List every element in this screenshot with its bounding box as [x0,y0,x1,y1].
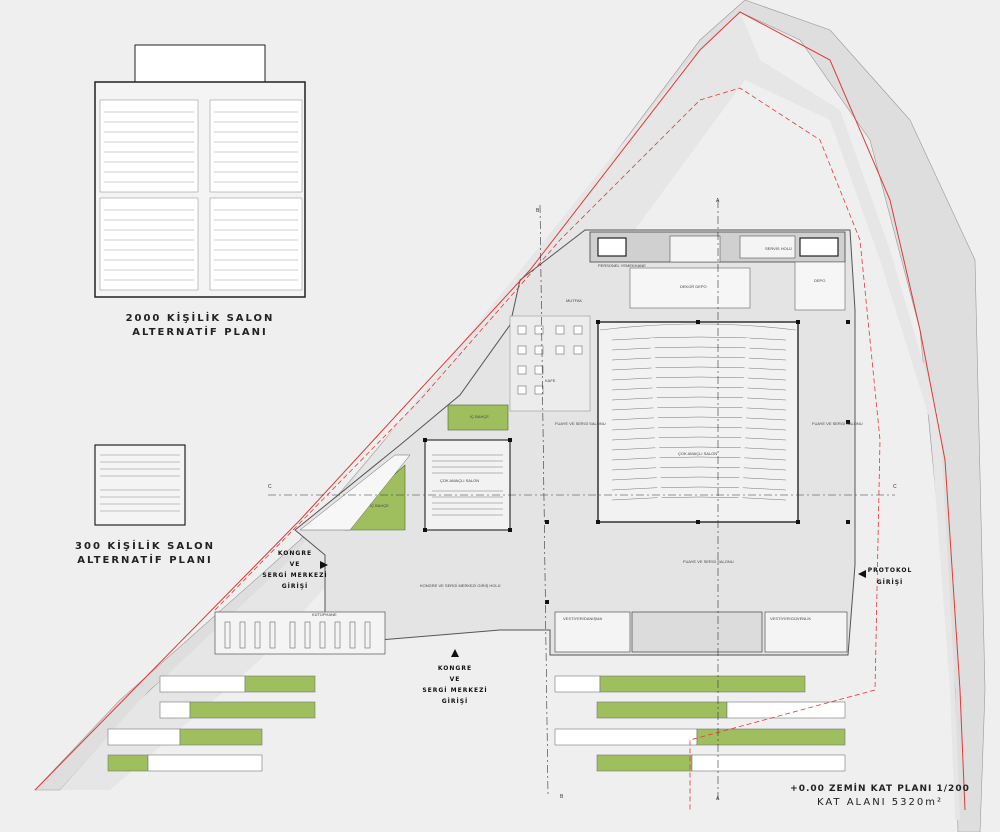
auditorium-seating [611,336,787,506]
wc-block [631,611,763,653]
label-personnel-dining: PERSONEL YEMEKHANE [598,263,646,268]
property-boundary [34,11,966,811]
label-foyer-left: FUAYE VE SERGİ SALONU [555,421,606,426]
label-foyer-bottom: FUAYE VE SERGİ SALONU [683,559,734,564]
svg-text:GİRİŞİ: GİRİŞİ [282,583,309,590]
section-mark-b-bottom: B [560,794,564,800]
parking-strips [107,675,846,772]
svg-text:VE: VE [290,561,301,568]
svg-text:KONGRE: KONGRE [278,550,312,557]
label-library: KÜTÜPHANE [312,612,337,617]
title-2000-line2: ALTERNATİF PLANI [132,327,268,338]
main-auditorium [597,321,799,523]
svg-text:GİRİŞİ: GİRİŞİ [877,579,904,586]
section-mark-a-top: A [716,198,720,204]
title-ground-floor: +0.00 ZEMİN KAT PLANI 1/200 KAT ALANI 53… [770,782,990,810]
label-entrance-hall: KONGRE VE SERGİ MERKEZİ GİRİŞ HOLÜ [420,583,501,588]
cloakroom-right [764,611,848,653]
entrance-bottom-label: KONGRE VE SERGİ MERKEZİ GİRİŞİ [422,665,487,705]
label-garden-1: İÇ BAHÇE [470,414,489,419]
multipurpose-hall [424,439,511,531]
svg-text:KONGRE: KONGRE [438,665,472,672]
label-kitchen: MUTFAK [566,298,583,303]
title-300-line1: 300 KİŞİLİK SALON [75,541,215,552]
section-lines [268,200,895,800]
entrance-arrow-protocol [858,570,866,578]
label-main-hall: ÇOK AMAÇLI SALON [678,451,717,456]
label-garden-2: İÇ BAHÇE [370,503,389,508]
svg-text:PROTOKOL: PROTOKOL [868,567,913,574]
title-2000-line1: 2000 KİŞİLİK SALON [125,313,275,324]
label-depot: DEPO [814,278,825,283]
hall-300-plan [94,444,186,526]
cloakroom-left [554,611,631,653]
entrance-protocol-label: PROTOKOL GİRİŞİ [868,567,913,586]
label-service-hall: SERVİS HOLÜ [765,246,792,251]
structural-columns [423,320,850,604]
title-300-hall: 300 KİŞİLİK SALON ALTERNATİF PLANI [55,540,235,568]
svg-text:SERGİ MERKEZİ: SERGİ MERKEZİ [262,572,327,579]
svg-text:SERGİ MERKEZİ: SERGİ MERKEZİ [422,687,487,694]
label-multi-hall: ÇOK AMAÇLI SALON [440,478,479,483]
entrance-arrow-side [320,561,328,569]
section-mark-b-top: B [536,208,540,214]
library-area [214,611,386,655]
label-cloak-right: VESTİYER/GÜVENLİK [770,616,811,621]
section-mark-a-bottom: A [716,796,720,802]
entrance-arrow-bottom [451,649,459,657]
title-ground-floor-line1: +0.00 ZEMİN KAT PLANI 1/200 [790,784,970,794]
setback-line [214,87,881,810]
inner-garden-1 [447,404,509,431]
label-foyer-right: FUAYE VE SERGİ SALONU [812,421,863,426]
entrance-side-label: KONGRE VE SERGİ MERKEZİ GİRİŞİ [262,550,327,590]
svg-text:GİRİŞİ: GİRİŞİ [442,698,469,705]
section-mark-c-right: C [893,484,897,490]
hall-2000-plan [94,44,306,298]
label-cafe: KAFE [545,378,556,383]
label-cloak-left: VESTİYER/DANIŞMA [563,616,602,621]
title-ground-floor-line2: KAT ALANI 5320m² [816,797,944,808]
title-300-line2: ALTERNATİF PLANI [77,555,213,566]
cafe-tables [517,325,583,395]
label-decor-depot: DEKOR DEPO [680,284,707,289]
svg-text:VE: VE [450,676,461,683]
title-2000-hall: 2000 KİŞİLİK SALON ALTERNATİF PLANI [110,312,290,340]
section-mark-c-left: C [268,484,272,490]
